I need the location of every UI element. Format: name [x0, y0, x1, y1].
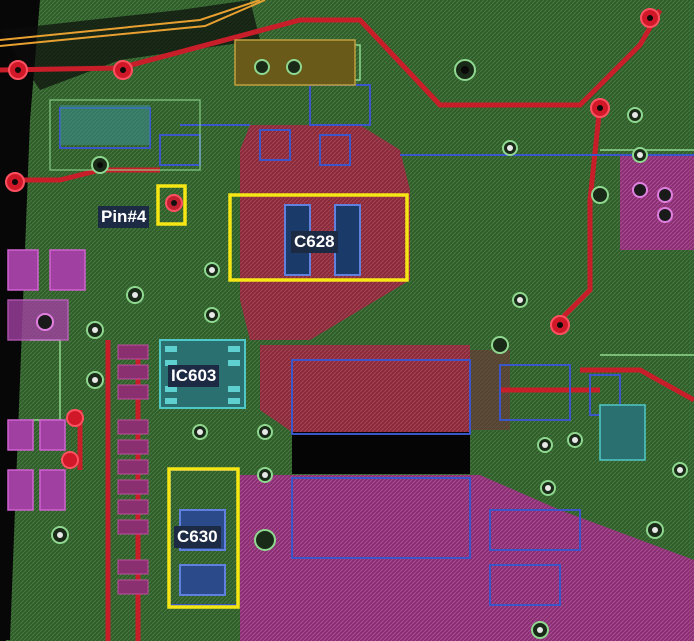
pin4-highlight-box [156, 184, 187, 226]
copper-pour-right [620, 155, 694, 250]
pin4-label: Pin#4 [98, 206, 150, 228]
vias [5, 8, 688, 639]
pad-column [117, 344, 149, 595]
highlight-boxes [156, 184, 409, 609]
c630-label: C630 [174, 526, 221, 548]
c630-highlight-box [167, 467, 240, 609]
c628-label: C628 [291, 231, 338, 253]
ic603-pads [165, 346, 240, 404]
magenta-components [7, 249, 86, 511]
clearance-center [292, 432, 470, 474]
orange-traces [0, 0, 266, 47]
c628-component [284, 204, 361, 276]
c628-highlight-box [228, 193, 409, 282]
copper-pour-mid [260, 345, 470, 432]
ic603-label: IC603 [168, 365, 220, 387]
